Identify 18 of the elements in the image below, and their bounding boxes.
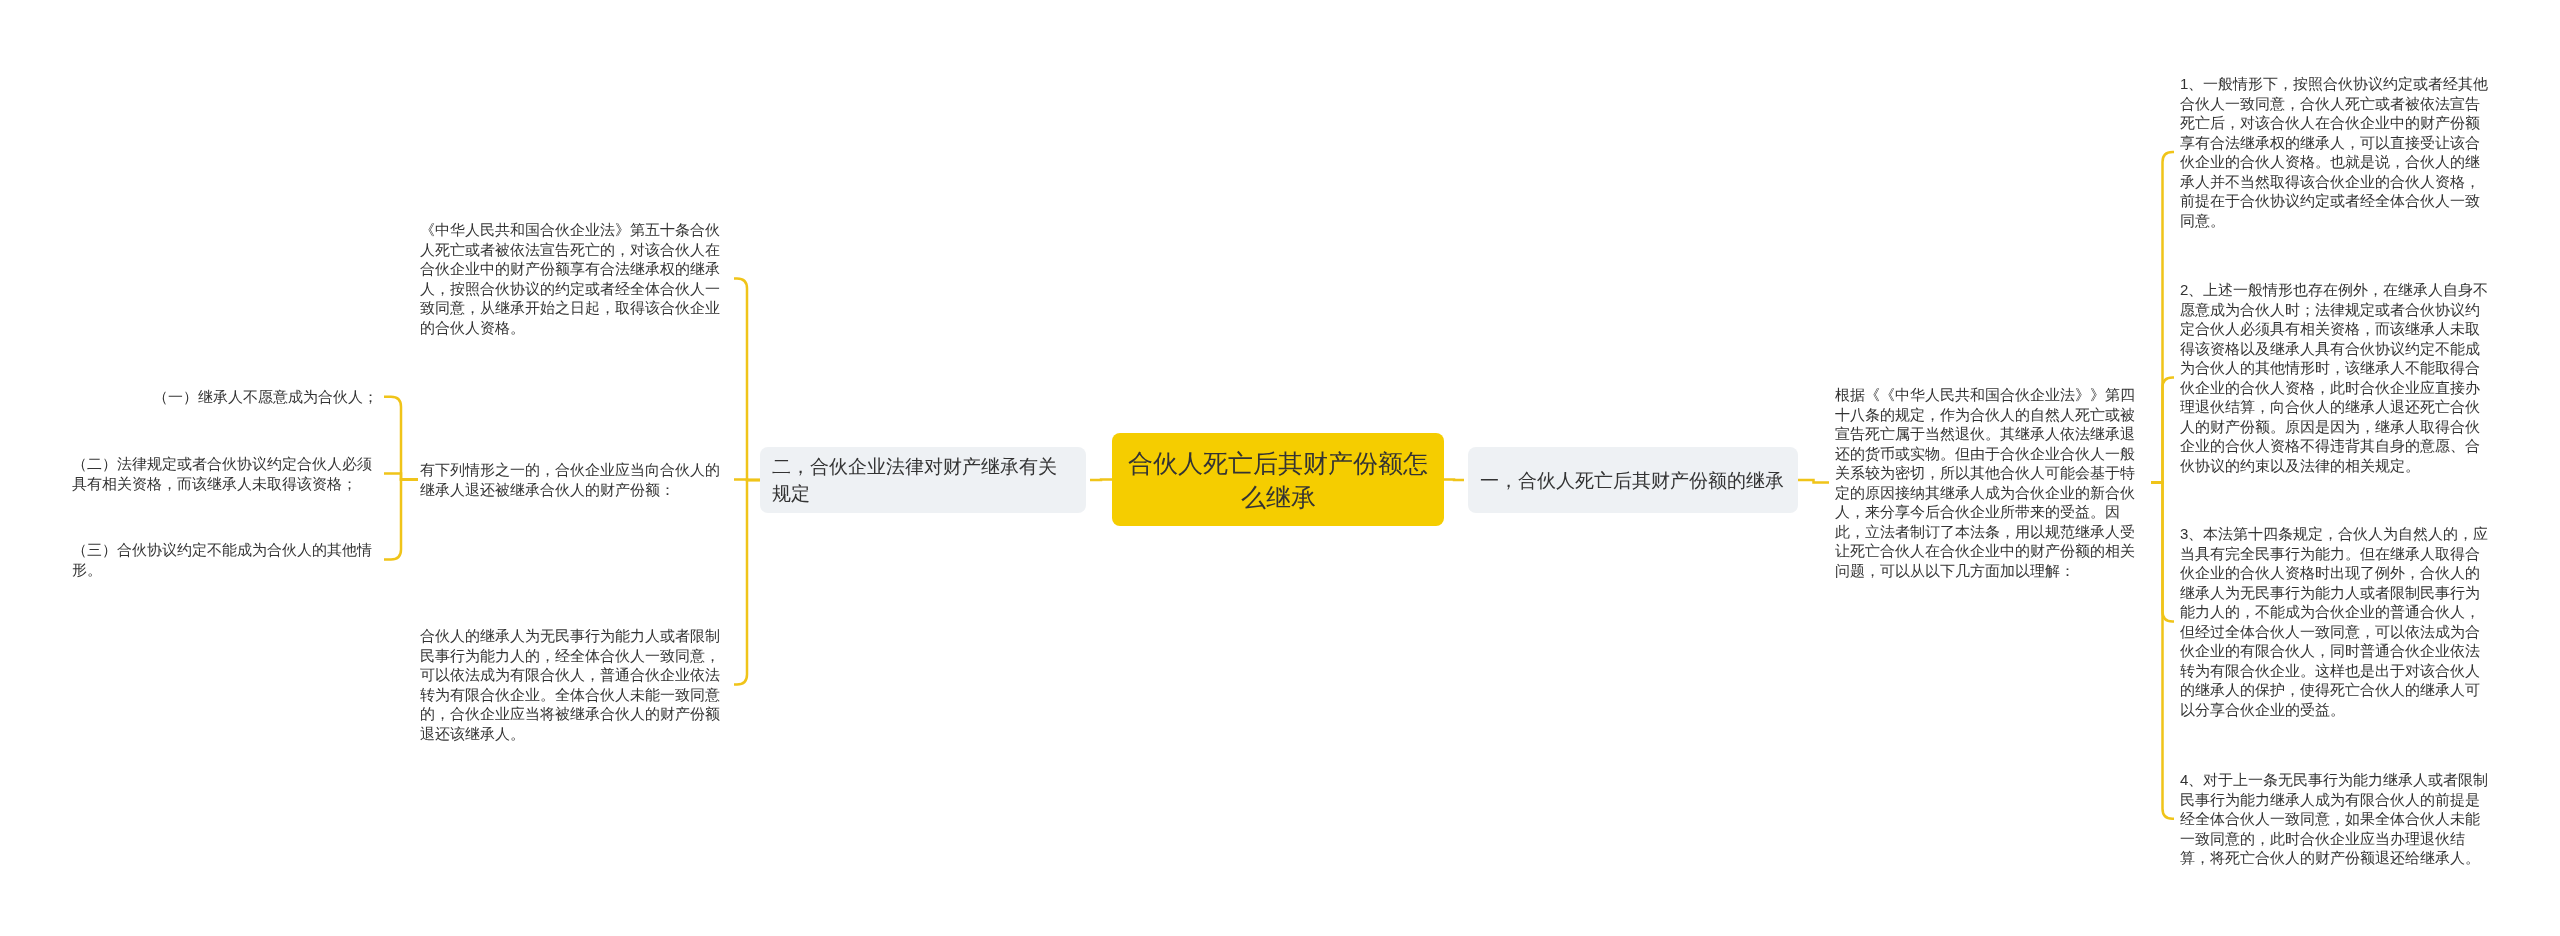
- note-text: 《中华人民共和国合伙企业法》第五十条合伙人死亡或者被依法宣告死亡的，对该合伙人在合伙企业中的财产份额享有合法继承权的继承人，按照合伙协议的约定或者经全体合伙人一致同意，从继承开始之日起，取得该合伙企业的合伙人资格。: [418, 218, 730, 339]
- note-text: （二）法律规定或者合伙协议约定合伙人必须具有相关资格，而该继承人未取得该资格；: [70, 452, 380, 495]
- note-text: 根据《《中华人民共和国合伙企业法》》第四十八条的规定，作为合伙人的自然人死亡或被宣告死亡属于当然退伙。其继承人依法继承退还的货币或实物。但由于合伙企业合伙人一般关系较为密切，所以其他合伙人可能会基于特定的原因接纳其继承人成为合伙企业的新合伙人，来分享今后合伙企业所带来的受益。因此，立法者制订了本法条，用以规范继承人受让死亡合伙人在合伙企业中的财产份额的相关问题，可以从以下几方面加以理解：: [1833, 383, 2151, 582]
- note-text: （一）继承人不愿意成为合伙人；: [70, 385, 380, 409]
- note-text: 4、对于上一条无民事行为能力继承人或者限制民事行为能力继承人成为有限合伙人的前提是经全体合伙人一致同意，如果全体合伙人未能一致同意的，此时合伙企业应当办理退伙结算，将死亡合伙人的财产份额退还给继承人。: [2178, 768, 2492, 870]
- connector-line: [1798, 478, 1829, 484]
- topic-box: 合伙人死亡后其财产份额怎么继承: [1112, 433, 1444, 526]
- branch-box: 一，合伙人死亡后其财产份额的继承: [1468, 447, 1798, 513]
- note-text: 1、一般情形下，按照合伙协议约定或者经其他合伙人一致同意，合伙人死亡或者被依法宣告死亡后，对该合伙人在合伙企业中的财产份额享有合法继承权的继承人，可以直接受让该合伙企业的合伙人资格。也就是说，合伙人的继承人并不当然取得该合伙企业的合伙人资格，前提在于合伙协议约定或者经全体合伙人一致同意。: [2178, 72, 2492, 232]
- note-text: 有下列情形之一的，合伙企业应当向合伙人的继承人退还被继承合伙人的财产份额：: [418, 458, 730, 501]
- note-text: 合伙人的继承人为无民事行为能力人或者限制民事行为能力人的，经全体合伙人一致同意，可以依法成为有限合伙人，普通合伙企业依法转为有限合伙企业。全体合伙人未能一致同意的，合伙企业应当将被继承合伙人的财产份额退还该继承人。: [418, 624, 730, 745]
- connector-line: [1444, 478, 1464, 482]
- connector-line: [1090, 478, 1112, 482]
- note-text: 2、上述一般情形也存在例外，在继承人自身不愿意成为合伙人时；法律规定或者合伙协议约定合伙人必须具有相关资格，而该继承人未取得该资格以及继承人具有合伙协议约定不能成为合伙人的其他情形时，该继承人不能取得合伙企业的合伙人资格，此时合伙企业应直接办理退伙结算，向合伙人的继承人退还死亡合伙人的财产份额。原因是因为，继承人取得合伙企业的合伙人资格不得违背其自身的意愿、合伙协议的约束以及法律的相关规定。: [2178, 278, 2492, 477]
- connector-line: [2151, 481, 2175, 820]
- branch-box: 二，合伙企业法律对财产继承有关规定: [760, 447, 1086, 513]
- note-text: 3、本法第十四条规定，合伙人为自然人的，应当具有完全民事行为能力。但在继承人取得合伙企业的合伙人资格时出现了例外，合伙人的继承人为无民事行为能力人或者限制民事行为能力人的，不能成为合伙企业的普通合伙人，但经过全体合伙人一致同意，可以依法成为合伙企业的有限合伙人，同时普通合伙企业依法转为有限合伙企业。这样也是出于对该合伙人的继承人的保护，使得死亡合伙人的继承人可以分享合伙企业的受益。: [2178, 522, 2492, 721]
- note-text: （三）合伙协议约定不能成为合伙人的其他情形。: [70, 538, 380, 581]
